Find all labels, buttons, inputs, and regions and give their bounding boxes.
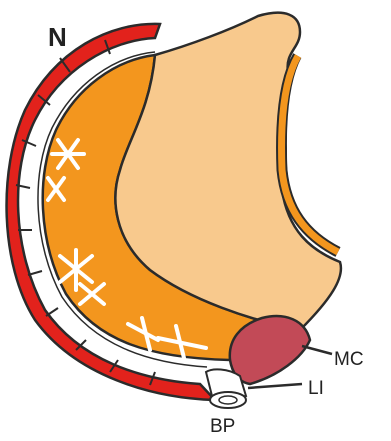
li-label: LI bbox=[308, 378, 324, 399]
li-leader-line bbox=[248, 384, 302, 388]
mc-label: MC bbox=[334, 349, 364, 370]
bp-ring-inner bbox=[219, 396, 237, 404]
panel-label: N bbox=[48, 22, 67, 52]
mc-leader-line bbox=[302, 346, 332, 354]
bp-label: BP bbox=[210, 416, 235, 437]
